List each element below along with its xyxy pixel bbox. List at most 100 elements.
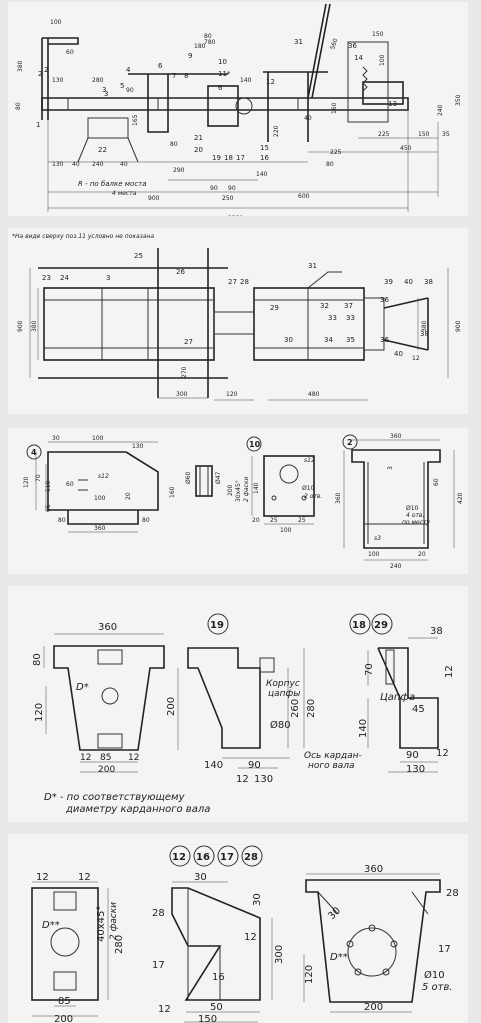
plate-left-slot-bottom	[53, 971, 77, 991]
part-number: 14	[354, 54, 363, 62]
bushing-bore	[199, 466, 209, 496]
detail18-dim: 12	[444, 665, 455, 678]
detail19-dims	[222, 648, 305, 769]
part10-dim: 25	[270, 517, 278, 524]
dim-label: 225	[330, 149, 342, 156]
top-left-ribs	[44, 288, 214, 360]
part-number: 19	[212, 154, 221, 162]
top-part-number: 28	[240, 278, 249, 286]
part2-dim: 3	[387, 466, 394, 470]
detail19-dim: 280	[306, 699, 317, 718]
plate-right	[305, 879, 441, 1003]
detail18-dim: 45	[412, 704, 425, 715]
dim-label: 80	[204, 33, 212, 40]
marker-circle-29	[371, 613, 393, 635]
dim-label: 250	[222, 195, 234, 202]
plate-right-hole3	[382, 968, 390, 976]
plate-left-dim: D**	[42, 920, 60, 931]
dim-label: 40	[120, 161, 128, 168]
top-outer-rails	[38, 248, 228, 398]
part-number: 6	[158, 62, 163, 70]
top-part-number: 37	[344, 302, 353, 310]
part4-dim: 70	[35, 474, 42, 482]
part4-dim: 120	[23, 476, 30, 488]
marker-circle-16	[193, 845, 215, 867]
detail19-label: Корпус	[266, 679, 300, 689]
extension-lines-1	[47, 110, 439, 212]
part2-inner	[364, 462, 428, 544]
drawing-details-19-18-29: 360 80 D* 200 120 12 85 12 200 19 Корпус…	[8, 586, 468, 822]
left-bracket	[42, 37, 79, 45]
part4-dim: 20	[125, 492, 132, 500]
dim-label: 160	[331, 102, 338, 114]
left-upright	[41, 38, 49, 120]
dim-label: 450	[400, 145, 412, 152]
plate-left-dim: 85	[58, 996, 71, 1007]
plate-left-dim: 2 фаски	[109, 902, 119, 940]
side-view-svg: 100 380 60 130 280 3 90 165 80 22 2 1 13…	[15, 3, 462, 216]
bracket-label: 28	[152, 908, 165, 919]
part4-dim: 130	[132, 443, 144, 450]
part4-dim: 30	[52, 435, 60, 442]
top-dim-label: 120	[226, 391, 238, 398]
part10-hole2	[301, 495, 307, 501]
dim-label: 2220	[228, 215, 243, 216]
note-places: 4 места	[112, 190, 137, 197]
detail19-dim: 12	[236, 774, 249, 785]
marker-10: 10	[249, 440, 261, 449]
dim-label: 280	[92, 77, 104, 84]
part-number: 11*	[218, 70, 231, 78]
top-part-number: 26	[176, 268, 185, 276]
dim-label: 290	[173, 167, 185, 174]
marker-29: 29	[374, 620, 388, 631]
drawing-top-view: *На виде сверху поз.11 условно не показа…	[8, 228, 468, 414]
part-number: 13	[388, 100, 397, 108]
part-number: 6	[218, 84, 223, 92]
part2-dim: Ø10	[406, 505, 419, 512]
marker-circle-10	[246, 436, 262, 452]
marker-17: 17	[220, 852, 234, 863]
part-number: 5	[120, 82, 124, 90]
part4-dim: 80	[142, 517, 150, 524]
part10-dims	[251, 456, 314, 525]
plate-right-hole5	[346, 940, 354, 948]
dim-label: 150	[418, 131, 430, 138]
plate-right-dim: 120	[304, 965, 315, 984]
part-number: 20	[194, 146, 203, 154]
plate-right-dim: D**	[330, 952, 348, 963]
dim-label: 380	[17, 60, 24, 72]
part4-dim: 360	[94, 525, 106, 532]
part-number: 4	[126, 66, 131, 74]
top-right-ribs	[254, 288, 364, 360]
dim-label: 140	[256, 171, 268, 178]
housing-slot-bottom	[97, 733, 123, 749]
part-number: 16	[260, 154, 269, 162]
marker-16: 16	[196, 852, 210, 863]
dim-label: 130	[52, 77, 64, 84]
top-right-block	[363, 297, 385, 351]
cardan-joint	[235, 97, 253, 115]
top-dim-label: 300	[176, 391, 188, 398]
part10-dim: 20	[252, 517, 260, 524]
bushing-dim: Ø47	[215, 471, 222, 484]
part2-dims	[343, 439, 455, 561]
part10-hole1	[271, 495, 277, 501]
top-part-number: 33	[346, 314, 355, 322]
dim-label: 80	[170, 141, 178, 148]
top-part-number: 33	[328, 314, 337, 322]
plate-right-hole1	[368, 924, 376, 932]
marker-18: 18	[352, 620, 366, 631]
part-number: 7	[172, 72, 176, 80]
detail18-dim: 70	[364, 663, 375, 676]
dim-label: 900	[148, 195, 160, 202]
plate-right-dim: Ø10	[424, 969, 445, 981]
rear-bracket	[347, 41, 389, 123]
plate-left-bore	[50, 927, 80, 957]
top-part-number: 34	[324, 336, 333, 344]
dim-label: 80	[15, 102, 22, 110]
top-part-number: 30	[284, 336, 293, 344]
detail19-dim: 140	[204, 760, 223, 771]
part2-dim: 240	[390, 563, 402, 570]
plate-right-hole4	[354, 968, 362, 976]
part2-dim: по месту	[402, 519, 431, 526]
